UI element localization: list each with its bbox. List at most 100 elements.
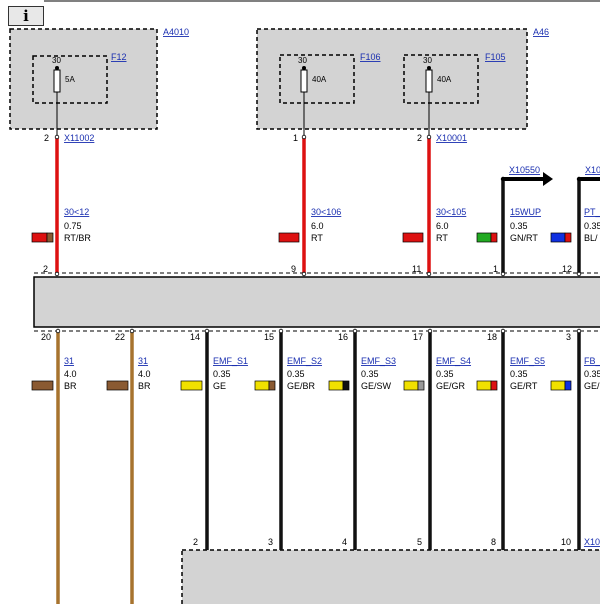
color-swatch-stripe (564, 380, 572, 391)
central-connector (33, 276, 600, 328)
bottom-wire-signal[interactable]: FB_ (584, 356, 600, 366)
fuse-f12-icon (53, 69, 61, 93)
bottom-wire-pin-bottom: 10 (561, 537, 571, 547)
top-wire-connector[interactable]: X11002 (64, 133, 94, 143)
bottom-wire-pin: 20 (41, 332, 51, 342)
top-wire-gauge: 6.0 (436, 221, 449, 231)
bottom-wire-signal[interactable]: EMF_S4 (436, 356, 471, 366)
top-wire-2: 2 X10001 30<105 6.0 RT 11 (402, 133, 467, 274)
bottom-wire-pin: 22 (115, 332, 125, 342)
top-wire-signal[interactable]: 30<106 (311, 207, 341, 217)
bottom-wire-signal[interactable]: 31 (64, 356, 74, 366)
top-wire-color: RT (311, 233, 323, 243)
top-wire-signal[interactable]: 15WUP (510, 207, 541, 217)
bottom-wire-signal[interactable]: EMF_S2 (287, 356, 322, 366)
bottom-wire-pin: 18 (487, 332, 497, 342)
top-wire-pin: 2 (417, 133, 422, 143)
bottom-wire-color: BR (64, 381, 77, 391)
bottom-wire-signal[interactable]: EMF_S3 (361, 356, 396, 366)
bottom-wire-gauge: 0.35 (213, 369, 231, 379)
bottom-wire-gauge: 0.35 (361, 369, 379, 379)
top-wire-1: 1 30<106 6.0 RT 9 (278, 133, 341, 274)
module-a46-label[interactable]: A46 (533, 27, 549, 37)
color-swatch (550, 232, 566, 243)
color-swatch (31, 380, 54, 391)
bottom-wire-pin-bottom: 4 (342, 537, 347, 547)
bottom-wire-color: GE/RT (510, 381, 538, 391)
bottom-wire-pin-bottom: 5 (417, 537, 422, 547)
module-a4010-label[interactable]: A4010 (163, 27, 189, 37)
module-a46: A46 F106 30 40A F105 30 40A (256, 27, 549, 137)
color-swatch-stripe (46, 232, 54, 243)
fuse-f106-icon (300, 69, 308, 93)
color-swatch-stripe (342, 380, 350, 391)
arrow-x10550 (503, 172, 553, 186)
color-swatch-stripe (417, 380, 425, 391)
top-wire-gauge: 6.0 (311, 221, 324, 231)
fuse-f105-icon (425, 69, 433, 93)
bottom-wire-pin-bottom: 8 (491, 537, 496, 547)
bottom-wire-color: GE/BR (287, 381, 316, 391)
color-swatch (180, 380, 203, 391)
color-swatch (328, 380, 344, 391)
bottom-wire-2: 14 EMF_S1 0.35 GE 2 (180, 331, 248, 550)
color-swatch (550, 380, 566, 391)
top-wire-color: RT/BR (64, 233, 91, 243)
bottom-wire-gauge: 0.35 (287, 369, 305, 379)
top-wire-pin-bottom: 12 (562, 264, 572, 274)
fuse-f12-box (32, 55, 108, 104)
top-wire-color: RT (436, 233, 448, 243)
color-swatch (476, 380, 492, 391)
junction-marks (54, 134, 582, 334)
bottom-wire-5: 17 EMF_S4 0.35 GE/GR 5 (403, 331, 471, 550)
top-wire-gauge: 0.75 (64, 221, 82, 231)
info-icon: i (23, 7, 29, 25)
bottom-wire-gauge: 0.35 (584, 369, 600, 379)
bottom-wire-1: 22 31 4.0 BR (106, 331, 151, 604)
top-wire-connector[interactable]: X10550 (509, 165, 540, 175)
bottom-wire-color: GE/SW (361, 381, 392, 391)
bottom-module (181, 549, 600, 604)
top-wire-signal[interactable]: 30<12 (64, 207, 89, 217)
bottom-wire-pin-bottom: 3 (268, 537, 273, 547)
top-wire-color: BL/ (584, 233, 598, 243)
bottom-wire-gauge: 4.0 (64, 369, 77, 379)
color-swatch (402, 232, 424, 243)
top-wire-signal[interactable]: PT_ (584, 207, 600, 217)
bottom-wire-0: 20 31 4.0 BR (31, 331, 77, 604)
color-swatch-stripe (490, 232, 498, 243)
bottom-wire-color: GE/ (584, 381, 600, 391)
module-a4010: A4010 F12 30 5A (9, 27, 189, 137)
fuse-f12-label[interactable]: F12 (111, 52, 127, 62)
bottom-wire-7: 3 FB_ 0.35 GE/ 10 (550, 331, 600, 550)
bottom-connector-label[interactable]: X10 (584, 537, 600, 547)
info-button[interactable]: i (8, 6, 44, 26)
fuse-f105-label[interactable]: F105 (485, 52, 506, 62)
top-wire-3: X10550 15WUP 0.35 GN/RT 1 (476, 165, 541, 274)
bottom-wire-gauge: 0.35 (436, 369, 454, 379)
color-swatch (476, 232, 492, 243)
color-swatch-stripe (564, 232, 572, 243)
fuse-f105-box (403, 54, 479, 104)
top-wire-pin: 1 (293, 133, 298, 143)
bottom-wire-signal[interactable]: EMF_S5 (510, 356, 545, 366)
fuse-f12-rating: 5A (65, 75, 75, 84)
top-wire-gauge: 0.35 (584, 221, 600, 231)
fuse-f106-label[interactable]: F106 (360, 52, 381, 62)
fuse-f106-terminal: 30 (298, 56, 307, 65)
bottom-wire-signal[interactable]: EMF_S1 (213, 356, 248, 366)
bottom-wire-gauge: 4.0 (138, 369, 151, 379)
top-wire-signal[interactable]: 30<105 (436, 207, 466, 217)
color-swatch-stripe (268, 380, 276, 391)
fuse-f106-box (279, 54, 355, 104)
color-swatch (403, 380, 419, 391)
fuse-f105-rating: 40A (437, 75, 452, 84)
color-swatch-stripe (490, 380, 498, 391)
bottom-wire-signal[interactable]: 31 (138, 356, 148, 366)
color-swatch (106, 380, 129, 391)
top-wire-pin: 2 (44, 133, 49, 143)
top-wire-connector[interactable]: X10001 (436, 133, 467, 143)
top-wire-connector[interactable]: X10 (585, 165, 600, 175)
